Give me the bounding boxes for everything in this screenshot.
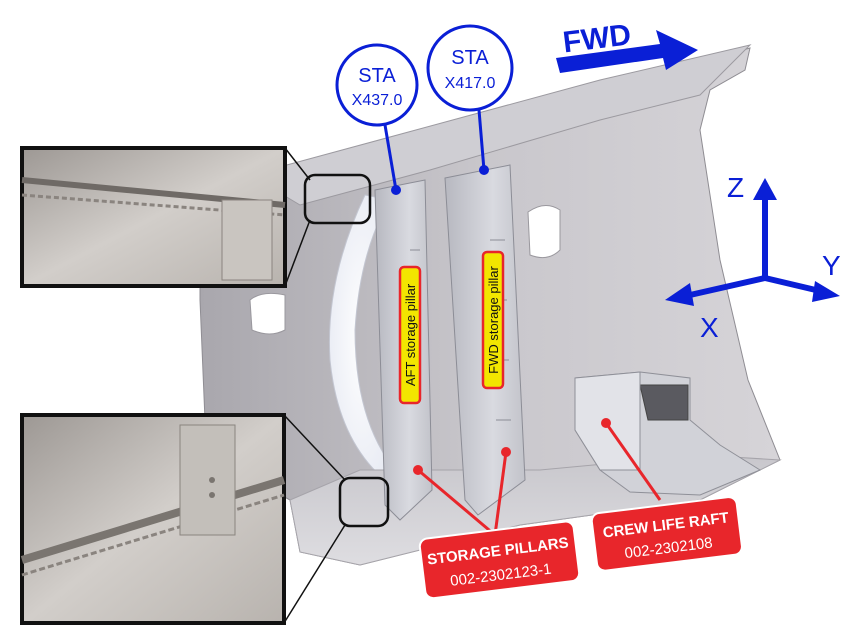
axis-triad: Z Y X bbox=[665, 172, 841, 343]
station-value: X417.0 bbox=[445, 75, 496, 92]
inset-detail-lower bbox=[20, 413, 390, 625]
axis-x-label: X bbox=[700, 312, 719, 343]
station-title: STA bbox=[358, 65, 396, 87]
station-value: X437.0 bbox=[352, 92, 403, 109]
station-marker-x437: STA X437.0 bbox=[335, 43, 419, 195]
fwd-direction-arrow: FWD bbox=[556, 18, 698, 73]
life-raft-leader bbox=[601, 418, 662, 501]
aft-pillar-tag: AFT storage pillar bbox=[398, 265, 422, 405]
crew-life-raft-callout: CREW LIFE RAFT 002-2302108 bbox=[590, 496, 743, 572]
axis-z-label: Z bbox=[727, 172, 744, 203]
station-title: STA bbox=[451, 47, 489, 69]
aft-pillar-label: AFT storage pillar bbox=[403, 283, 418, 386]
fwd-pillar-label: FWD storage pillar bbox=[486, 266, 501, 374]
fwd-pillar-tag: FWD storage pillar bbox=[481, 250, 505, 390]
storage-pillars-leaders bbox=[413, 447, 511, 537]
inset-detail-upper bbox=[20, 146, 372, 288]
axis-y-label: Y bbox=[822, 250, 841, 281]
station-marker-x417: STA X417.0 bbox=[426, 24, 514, 175]
storage-pillars-callout: STORAGE PILLARS 002-2302123-1 bbox=[418, 520, 581, 600]
